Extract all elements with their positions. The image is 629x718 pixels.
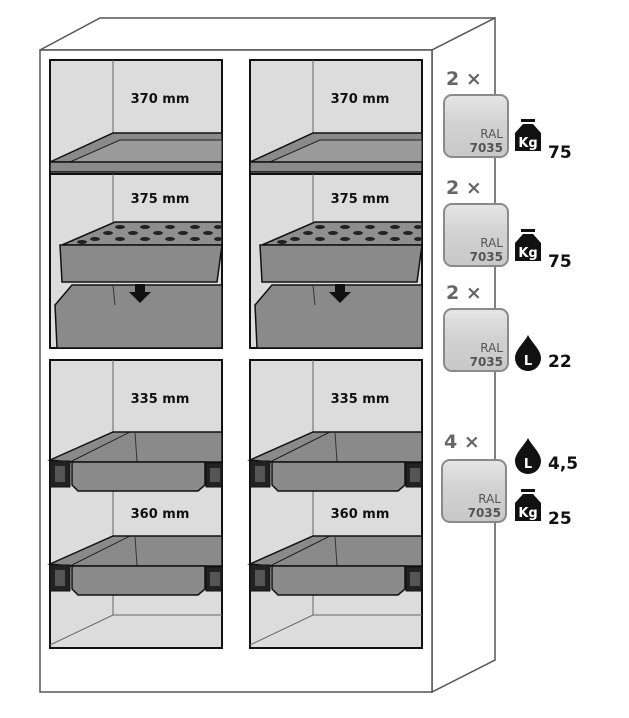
legend-item-perforated-insert: 2 × RAL 7035 Kg 75 [443, 177, 572, 272]
capacity-value: 22 [548, 352, 572, 372]
liquid-drop-icon: L [515, 335, 541, 371]
load-value: 75 [548, 252, 572, 272]
shelf-height-label: 370 mm [331, 92, 390, 107]
count-label: 2 × [446, 282, 482, 304]
svg-text:Kg: Kg [518, 246, 537, 261]
count-label: 2 × [446, 177, 482, 199]
capacity-value: 4,5 [548, 454, 578, 474]
ral-code: 7035 [470, 250, 503, 264]
color-swatch [443, 308, 509, 372]
color-swatch [443, 203, 509, 267]
load-value: 75 [548, 143, 572, 163]
svg-text:L: L [524, 354, 532, 369]
weight-kg-icon: Kg [515, 119, 541, 151]
ral-label: RAL [480, 236, 503, 250]
color-swatch [443, 94, 509, 158]
weight-kg-icon: Kg [515, 229, 541, 261]
load-value: 25 [548, 509, 572, 529]
ral-label: RAL [480, 341, 503, 355]
ral-code: 7035 [470, 141, 503, 155]
drawer1-height-label: 335 mm [131, 392, 190, 407]
svg-text:Kg: Kg [518, 506, 537, 521]
legend-item-drawer: 4 × RAL 7035 L 4,5 Kg 25 [441, 431, 578, 529]
insert-height-label: 375 mm [331, 192, 390, 207]
legend-item-shelf: 2 × RAL 7035 Kg 75 [443, 68, 572, 163]
ral-code: 7035 [468, 506, 501, 520]
ral-label: RAL [480, 127, 503, 141]
ral-label: RAL [478, 492, 501, 506]
legend-item-sump: 2 × RAL 7035 L 22 [443, 282, 572, 372]
color-swatch [441, 459, 507, 523]
weight-kg-icon: Kg [515, 489, 541, 521]
drawer1-height-label: 335 mm [331, 392, 390, 407]
svg-text:L: L [524, 457, 532, 472]
count-label: 4 × [444, 431, 480, 453]
ral-code: 7035 [470, 355, 503, 369]
cabinet-top [39, 17, 496, 51]
svg-text:Kg: Kg [518, 136, 537, 151]
liquid-drop-icon: L [515, 438, 541, 474]
count-label: 2 × [446, 68, 482, 90]
shelf-height-label: 370 mm [131, 92, 190, 107]
insert-height-label: 375 mm [131, 192, 190, 207]
drawer2-height-label: 360 mm [331, 507, 390, 522]
drawer2-height-label: 360 mm [131, 507, 190, 522]
